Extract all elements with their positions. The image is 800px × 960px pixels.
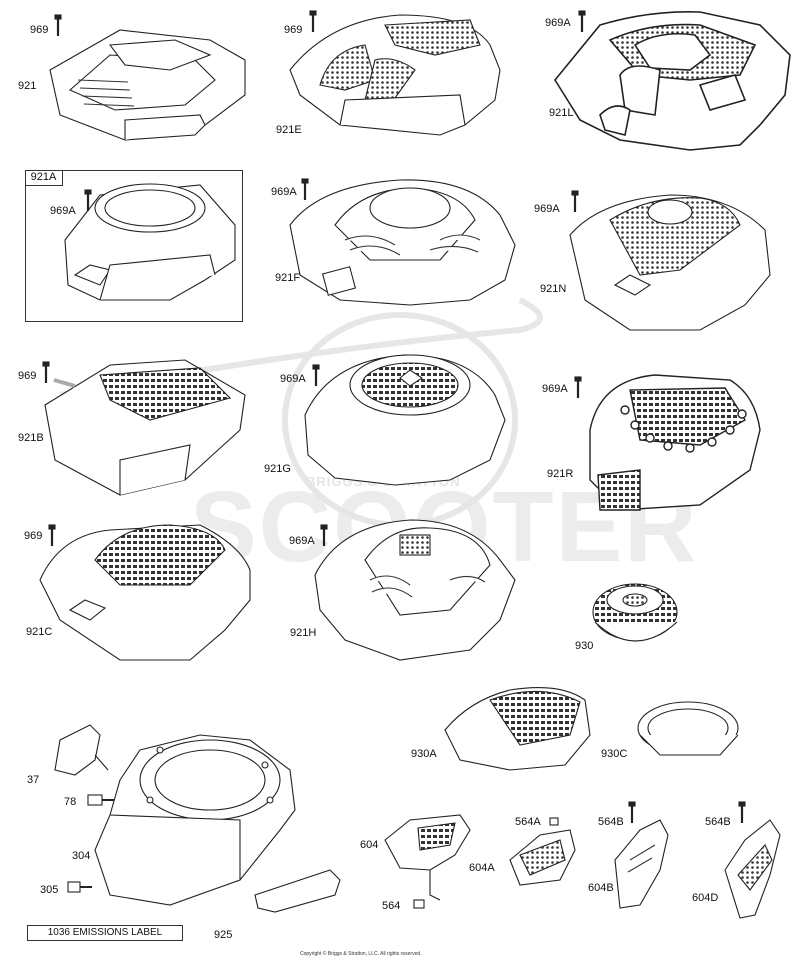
bolt-305-icon: [67, 881, 92, 893]
label-305: 305: [40, 884, 59, 896]
label-564B: 564B: [598, 816, 624, 828]
screw-icon: [570, 189, 580, 214]
label-930: 930: [575, 640, 594, 652]
label-969A: 969A: [271, 186, 297, 198]
label-969A: 969A: [289, 535, 315, 547]
label-564: 564: [382, 900, 401, 912]
label-921C: 921C: [26, 626, 53, 638]
cover-921-icon: [49, 29, 246, 141]
label-921E: 921E: [276, 124, 302, 136]
cover-921G-icon: [304, 354, 506, 486]
rotating-screen-930-icon: [592, 583, 678, 642]
cover-921C-icon: [39, 524, 251, 661]
ring-930C-icon: [637, 701, 739, 756]
screw-icon: [577, 9, 587, 34]
shroud-930A-icon: [444, 687, 591, 771]
label-921G: 921G: [264, 463, 291, 475]
label-969A: 969A: [50, 205, 76, 217]
copyright-notice: Copyright © Briggs & Stratton, LLC. All …: [300, 951, 422, 957]
label-37: 37: [27, 774, 40, 786]
emissions-label-box: 1036 EMISSIONS LABEL: [27, 925, 183, 941]
label-969: 969: [24, 530, 43, 542]
screw-icon: [737, 800, 747, 825]
screw-icon: [311, 363, 321, 388]
label-604D: 604D: [692, 892, 719, 904]
screw-icon: [627, 800, 637, 825]
label-921F: 921F: [275, 272, 301, 284]
label-969: 969: [18, 370, 37, 382]
screw-icon: [319, 523, 329, 548]
cover-921L-icon: [554, 10, 791, 151]
label-564A: 564A: [515, 816, 541, 828]
label-930C: 930C: [601, 748, 628, 760]
label-969A: 969A: [542, 383, 568, 395]
screw-icon: [308, 9, 318, 34]
cover-921H-icon: [314, 519, 516, 661]
screw-icon: [53, 13, 63, 38]
inset-tag: 921A: [25, 170, 63, 186]
cover-921B-icon: [44, 359, 246, 496]
label-604B: 604B: [588, 882, 614, 894]
label-969: 969: [284, 24, 303, 36]
screw-icon: [47, 523, 57, 548]
screw-564A-icon: [549, 817, 559, 826]
bolt-78-icon: [87, 794, 115, 806]
deflector-604B-icon: [614, 819, 669, 909]
screw-icon: [300, 177, 310, 202]
label-921B: 921B: [18, 432, 44, 444]
cover-921A-icon: [64, 183, 236, 301]
screw-564-icon: [413, 899, 425, 909]
label-604A: 604A: [469, 862, 495, 874]
label-930A: 930A: [411, 748, 437, 760]
label-564B: 564B: [705, 816, 731, 828]
cover-921F-icon: [289, 179, 516, 306]
deflector-604A-icon: [509, 829, 576, 886]
cover-921R-icon: [589, 374, 761, 511]
cover-921E-icon: [289, 14, 501, 136]
label-921N: 921N: [540, 283, 567, 295]
label-921R: 921R: [547, 468, 574, 480]
label-921H: 921H: [290, 627, 317, 639]
cover-921N-icon: [569, 194, 771, 331]
label-969A: 969A: [280, 373, 306, 385]
label-925: 925: [214, 929, 233, 941]
label-969A: 969A: [534, 203, 560, 215]
label-78: 78: [64, 796, 77, 808]
label-304: 304: [72, 850, 91, 862]
screw-icon: [41, 360, 51, 385]
baffle-925-icon: [254, 869, 341, 913]
label-969A: 969A: [545, 17, 571, 29]
deflector-604D-icon: [724, 819, 781, 919]
guard-604-icon: [384, 814, 471, 901]
screw-icon: [573, 375, 583, 400]
label-921L: 921L: [549, 107, 574, 119]
bracket-37-icon: [54, 724, 109, 776]
label-921: 921: [18, 80, 37, 92]
label-969: 969: [30, 24, 49, 36]
inset-frame-921A: [25, 170, 243, 322]
blower-housing-304-icon: [94, 734, 296, 906]
label-604: 604: [360, 839, 379, 851]
